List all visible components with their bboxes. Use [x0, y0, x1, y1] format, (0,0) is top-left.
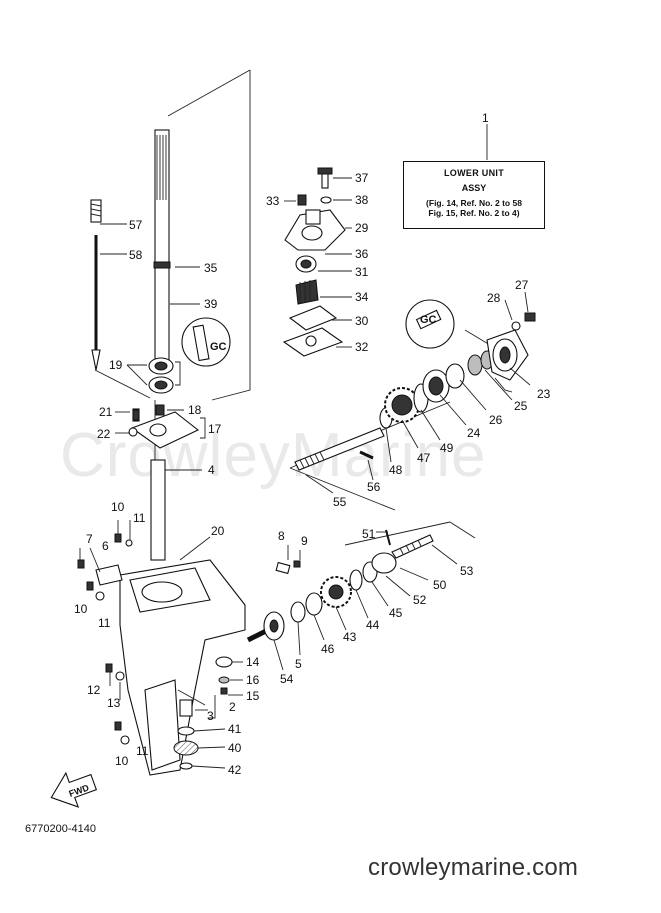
ref-13: 13: [107, 696, 121, 710]
ref-27: 27: [515, 278, 529, 292]
box-title: LOWER UNIT: [444, 168, 504, 178]
fwd-arrow: FWD: [50, 771, 98, 808]
ref-56: 56: [367, 480, 381, 494]
ref-26: 26: [489, 413, 503, 427]
ref-5: 5: [295, 657, 302, 671]
ref-38: 38: [355, 193, 369, 207]
shift-rod: [90, 199, 102, 371]
ref-25: 25: [514, 399, 528, 413]
ref-24: 24: [467, 426, 481, 440]
ref-17: 17: [208, 422, 222, 436]
ref-34: 34: [355, 290, 369, 304]
ref-18: 18: [188, 403, 202, 417]
lower-casing: [95, 559, 246, 776]
ref-47: 47: [417, 451, 431, 465]
ref-42: 42: [228, 763, 242, 777]
tube-4: [150, 459, 166, 561]
sealant-icon-right: GC: [405, 299, 455, 349]
ref-33: 33: [266, 194, 280, 208]
ref-15: 15: [246, 689, 260, 703]
ref-53: 53: [460, 564, 474, 578]
ref-49: 49: [440, 441, 454, 455]
site-watermark: crowleymarine.com: [368, 854, 579, 881]
ref-11b: 11: [98, 616, 111, 630]
ref-11a: 11: [133, 511, 146, 525]
box-ref-line-1: (Fig. 14, Ref. No. 2 to 58: [426, 198, 522, 208]
ref-10a: 10: [111, 500, 125, 514]
ref-57: 57: [129, 218, 143, 232]
bearings: [148, 357, 174, 394]
svg-text:GC: GC: [210, 341, 227, 353]
ref-11c: 11: [136, 744, 149, 758]
svg-text:GC: GC: [420, 314, 437, 326]
ref-6: 6: [102, 539, 109, 553]
ref-1: 1: [482, 111, 489, 125]
sealant-icon-left: GC: [181, 317, 231, 367]
gears-right: [384, 312, 536, 423]
ref-14: 14: [246, 655, 260, 669]
ref-39: 39: [204, 297, 218, 311]
ref-54: 54: [280, 672, 294, 686]
ref-3: 3: [207, 709, 214, 723]
box-ref-line-2: Fig. 15, Ref. No. 2 to 4): [428, 208, 520, 218]
ref-20: 20: [211, 524, 225, 538]
diagram-code: 6770200-4140: [25, 823, 96, 835]
label-leaders: [79, 124, 531, 769]
lower-small-parts: [173, 656, 233, 770]
ref-40: 40: [228, 741, 242, 755]
ref-43: 43: [343, 630, 357, 644]
box-subtitle: ASSY: [461, 183, 487, 193]
ref-12: 12: [87, 683, 101, 697]
ref-22: 22: [97, 427, 111, 441]
propeller-shaft: [294, 407, 393, 471]
water-pump-parts: [282, 167, 346, 357]
ref-10c: 10: [115, 754, 129, 768]
ref-29: 29: [355, 221, 369, 235]
ref-48: 48: [389, 463, 403, 477]
ref-2: 2: [229, 700, 236, 714]
ref-7: 7: [86, 532, 93, 546]
bolts-left: [77, 409, 140, 745]
ref-28: 28: [487, 291, 501, 305]
ref-41: 41: [228, 722, 242, 736]
ref-8: 8: [278, 529, 285, 543]
ref-10b: 10: [74, 602, 88, 616]
ref-37: 37: [355, 171, 369, 185]
ref-32: 32: [355, 340, 369, 354]
ref-50: 50: [433, 578, 447, 592]
ref-58: 58: [129, 248, 143, 262]
gears-lower: [246, 529, 434, 643]
reference-numbers: 1 2 3 4 5 6 7 8 9 10 10 10 11 11 11 12 1…: [74, 111, 551, 777]
drive-shaft: [153, 129, 171, 361]
ref-19: 19: [109, 358, 123, 372]
ref-23: 23: [537, 387, 551, 401]
ref-55: 55: [333, 495, 347, 509]
ref-21: 21: [99, 405, 113, 419]
ref-46: 46: [321, 642, 335, 656]
ref-16: 16: [246, 673, 260, 687]
ref-4: 4: [208, 463, 215, 477]
ref-45: 45: [389, 606, 403, 620]
ref-51: 51: [362, 527, 376, 541]
ref-9: 9: [301, 534, 308, 548]
ref-36: 36: [355, 247, 369, 261]
group-brackets: [175, 361, 513, 719]
ref-44: 44: [366, 618, 380, 632]
lower-unit-assy-box: LOWER UNIT ASSY (Fig. 14, Ref. No. 2 to …: [403, 161, 545, 229]
ref-52: 52: [413, 593, 427, 607]
ref-31: 31: [355, 265, 369, 279]
ref-30: 30: [355, 314, 369, 328]
ref-35: 35: [204, 261, 218, 275]
